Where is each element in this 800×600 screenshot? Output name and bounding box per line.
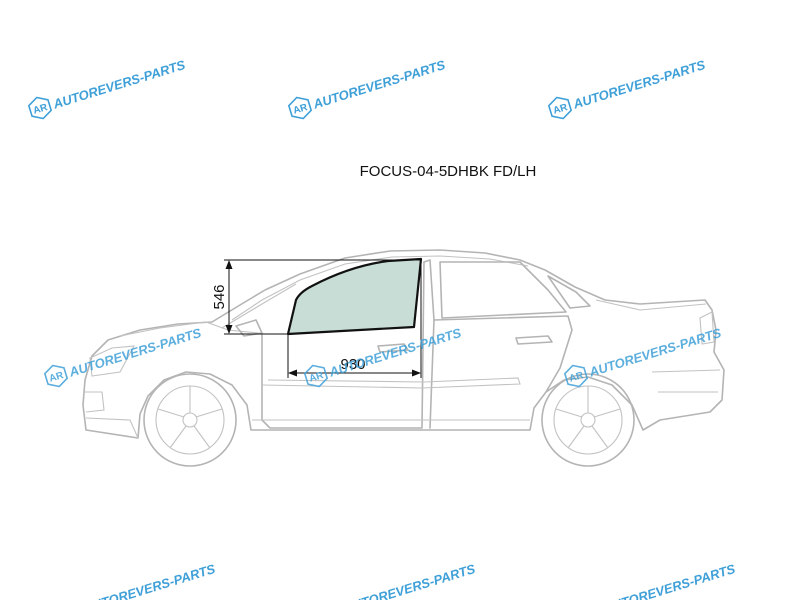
side-mirror [235,319,263,337]
width-dimension: 930 [287,260,422,378]
rear-wheel [541,373,635,467]
watermark-group: AR AUTOREVERS-PARTS AR AUTOREVERS-PARTS … [27,57,707,120]
rear-door-window [439,261,567,319]
watermark-logo-icon: AR [547,96,573,120]
front-door-glass [286,257,423,336]
front-door-handle [377,343,409,353]
front-wheel [143,373,237,467]
watermark-text: AUTOREVERS-PARTS [326,325,463,380]
watermark: AR AUTOREVERS-PARTS [340,561,477,600]
car-body-outline [82,249,725,439]
width-arrow-left [288,369,297,377]
watermark-logo-text: AR [32,102,50,117]
watermark-logo-text: AR [552,102,570,117]
front-bumper [84,391,105,413]
front-grille [85,417,139,439]
watermark-text: AUTOREVERS-PARTS [50,57,187,112]
watermark-logo-icon: AR [563,364,589,388]
watermark-logo-icon: AR [287,96,313,120]
watermark-logo-text: AR [292,102,310,117]
rear-hub [580,412,596,428]
watermark-text: AUTOREVERS-PARTS [340,561,477,600]
rear-spokes [555,386,621,449]
height-dimension: 546 [211,259,422,335]
watermark-text: AUTOREVERS-PARTS [570,57,707,112]
width-arrow-right [412,369,421,377]
height-arrow-top [225,260,233,269]
width-value: 930 [340,356,365,373]
watermark: AR AUTOREVERS-PARTS [27,57,187,120]
watermark-logo-text: AR [308,370,326,385]
height-value: 546 [211,284,228,309]
hood-line [119,321,259,337]
watermark-text: AUTOREVERS-PARTS [600,561,737,600]
watermark: AR AUTOREVERS-PARTS [43,325,203,388]
rear-door-outline [433,315,573,393]
windshield-edge [221,283,297,329]
watermark: AR AUTOREVERS-PARTS [600,561,737,600]
body-side-line [261,377,521,389]
watermark-bottom-group: AR AUTOREVERS-PARTS AR AUTOREVERS-PARTS … [80,561,737,600]
front-door-outline [261,261,425,429]
watermark: AR AUTOREVERS-PARTS [287,57,447,120]
front-tire [143,373,237,467]
b-pillar [423,259,435,429]
front-spokes [157,386,223,449]
front-hub [182,412,198,428]
tail-lamp [699,311,715,345]
watermark-logo-text: AR [48,370,66,385]
rear-door-handle [515,335,553,345]
car-outline [82,249,725,439]
watermark-logo-text: AR [568,370,586,385]
watermark-text: AUTOREVERS-PARTS [80,561,217,600]
rear-tire [541,373,635,467]
watermark-text: AUTOREVERS-PARTS [310,57,447,112]
watermark: AR AUTOREVERS-PARTS [80,561,217,600]
headlight [89,345,135,377]
quarter-window [547,275,591,309]
height-arrow-bottom [225,325,233,334]
watermark: AR AUTOREVERS-PARTS [563,325,723,388]
trunk-line [595,299,707,311]
watermark-logo-icon: AR [43,364,69,388]
watermark: AR AUTOREVERS-PARTS [547,57,707,120]
watermark-logo-icon: AR [303,364,329,388]
model-title: FOCUS-04-5DHBK FD/LH [360,163,537,180]
rear-bumper [651,369,721,393]
watermark-logo-icon: AR [27,96,53,120]
